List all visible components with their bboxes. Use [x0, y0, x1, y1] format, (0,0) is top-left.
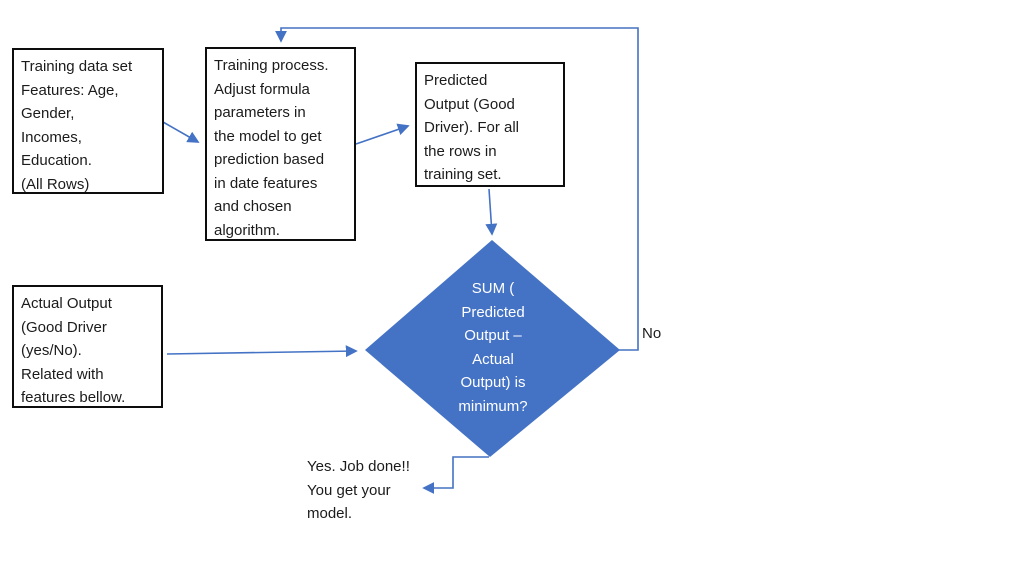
arrow-predicted-to-decision	[485, 188, 498, 236]
yes-exit-arrow	[422, 456, 489, 494]
predicted-output-node: Predicted Output (Good Driver). For all …	[415, 62, 565, 187]
no-branch-label: No	[642, 325, 662, 342]
arrow-data-to-process	[162, 121, 200, 143]
actual-output-node: Actual Output (Good Driver (yes/No). Rel…	[12, 285, 163, 408]
arrow-process-to-predicted	[355, 123, 410, 145]
yes-branch-note: Yes. Job done!! You get your model.	[307, 458, 410, 522]
no-feedback-loop-arrow	[275, 27, 639, 351]
training-process-node: Training process. Adjust formula paramet…	[205, 47, 356, 241]
decision-diamond-label: SUM ( Predicted Output – Actual Output) …	[458, 280, 528, 415]
decision-diamond-shape	[365, 240, 620, 457]
arrow-actual-to-decision	[166, 345, 358, 358]
training-data-node: Training data set Features: Age, Gender,…	[12, 48, 164, 194]
